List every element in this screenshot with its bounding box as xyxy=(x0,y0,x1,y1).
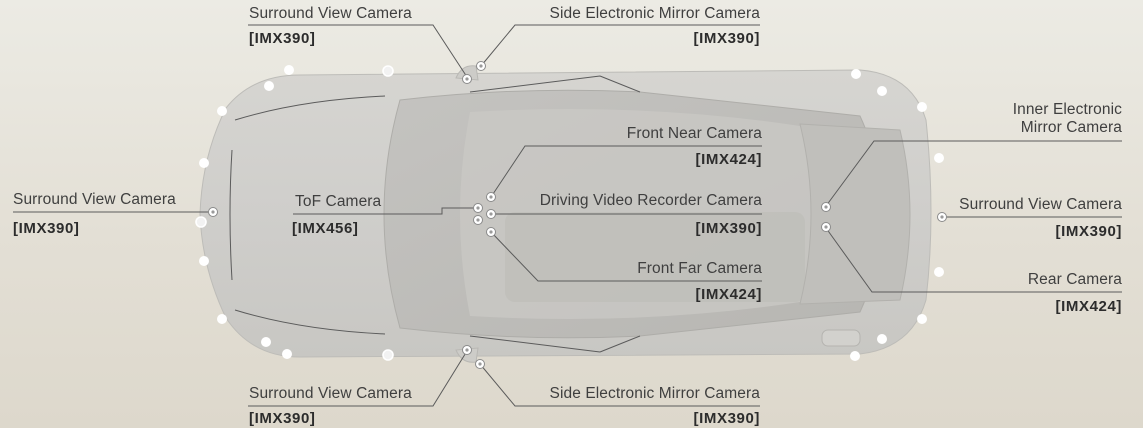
inner-mirror-camera-label-line1: Inner Electronic xyxy=(1012,101,1122,118)
camera-marker-left-surround xyxy=(208,207,218,217)
driving-recorder-camera-label: Driving Video Recorder Camera xyxy=(539,192,762,209)
leader-front-near xyxy=(490,145,762,198)
right-surround-camera-label: Surround View Camera xyxy=(959,196,1122,213)
camera-marker-right-surround xyxy=(937,212,947,222)
sensor-dot xyxy=(217,314,227,324)
sensor-dot xyxy=(217,106,227,116)
rear-window xyxy=(799,123,911,305)
sensor-dot xyxy=(934,267,944,277)
sensor-ring xyxy=(195,216,207,228)
sensor-dot xyxy=(877,86,887,96)
camera-markers xyxy=(208,61,947,369)
sensor-dot xyxy=(264,81,274,91)
sensor-dot xyxy=(199,158,209,168)
sensor-dot xyxy=(934,153,944,163)
leader-tof xyxy=(293,207,478,215)
top-surround-camera-label: Surround View Camera xyxy=(249,5,412,22)
sensor-dot xyxy=(261,337,271,347)
sensor-dot xyxy=(851,69,861,79)
front-far-camera-model: [IMX424] xyxy=(695,286,762,303)
interior-seats xyxy=(505,212,805,302)
camera-marker-top-side-mirror xyxy=(476,61,486,71)
sensor-dot xyxy=(284,65,294,75)
top-surround-camera-model: [IMX390] xyxy=(249,30,316,47)
inner-mirror-camera-label-line2: Mirror Camera xyxy=(1020,119,1122,136)
top-side-mirror-camera-label: Side Electronic Mirror Camera xyxy=(549,5,760,22)
bottom-side-mirror-camera-label: Side Electronic Mirror Camera xyxy=(549,385,760,402)
front-near-camera-label: Front Near Camera xyxy=(626,125,762,142)
leader-bottom-surround xyxy=(248,350,468,407)
tof-camera-model: [IMX456] xyxy=(292,220,359,237)
perimeter-sensors xyxy=(195,65,944,361)
sensor-ring xyxy=(382,349,394,361)
rear-charge-port xyxy=(821,329,861,347)
rear-camera-model: [IMX424] xyxy=(1055,298,1122,315)
leader-front-far xyxy=(490,231,762,282)
bottom-side-mirror-camera-model: [IMX390] xyxy=(693,410,760,427)
left-surround-camera-label: Surround View Camera xyxy=(13,191,176,208)
sensor-dot xyxy=(917,314,927,324)
sensor-ring xyxy=(382,65,394,77)
hood-contour xyxy=(229,95,386,335)
front-near-camera-model: [IMX424] xyxy=(695,151,762,168)
camera-marker-tof-lower xyxy=(473,215,483,225)
bottom-surround-camera-model: [IMX390] xyxy=(249,410,316,427)
camera-marker-driving-recorder xyxy=(486,209,496,219)
camera-marker-rear xyxy=(821,222,831,232)
bottom-surround-camera-label: Surround View Camera xyxy=(249,385,412,402)
leader-lines xyxy=(13,24,1122,407)
sensor-dot xyxy=(199,256,209,266)
sensor-dot xyxy=(917,102,927,112)
leader-top-side-mirror xyxy=(480,24,760,67)
camera-marker-bottom-side-mirror xyxy=(475,359,485,369)
sensor-dot xyxy=(850,351,860,361)
sensor-dot xyxy=(282,349,292,359)
sensor-dot xyxy=(877,334,887,344)
camera-marker-front-near xyxy=(486,192,496,202)
leader-top-surround xyxy=(248,24,468,78)
leader-bottom-side-mirror xyxy=(479,363,760,407)
camera-marker-front-far xyxy=(486,227,496,237)
driving-recorder-camera-model: [IMX390] xyxy=(695,220,762,237)
leader-inner-mirror xyxy=(825,140,1122,207)
pillar-lines xyxy=(469,75,641,353)
tof-camera-label: ToF Camera xyxy=(295,193,382,210)
camera-marker-bottom-surround xyxy=(462,345,472,355)
rear-camera-label: Rear Camera xyxy=(1027,271,1122,288)
front-far-camera-label: Front Far Camera xyxy=(637,260,762,277)
camera-marker-top-surround xyxy=(462,74,472,84)
left-surround-camera-model: [IMX390] xyxy=(13,220,80,237)
top-side-mirror-camera-model: [IMX390] xyxy=(693,30,760,47)
leader-rear xyxy=(825,227,1122,293)
right-surround-camera-model: [IMX390] xyxy=(1055,223,1122,240)
camera-marker-tof-upper xyxy=(473,203,483,213)
camera-marker-inner-mirror xyxy=(821,202,831,212)
